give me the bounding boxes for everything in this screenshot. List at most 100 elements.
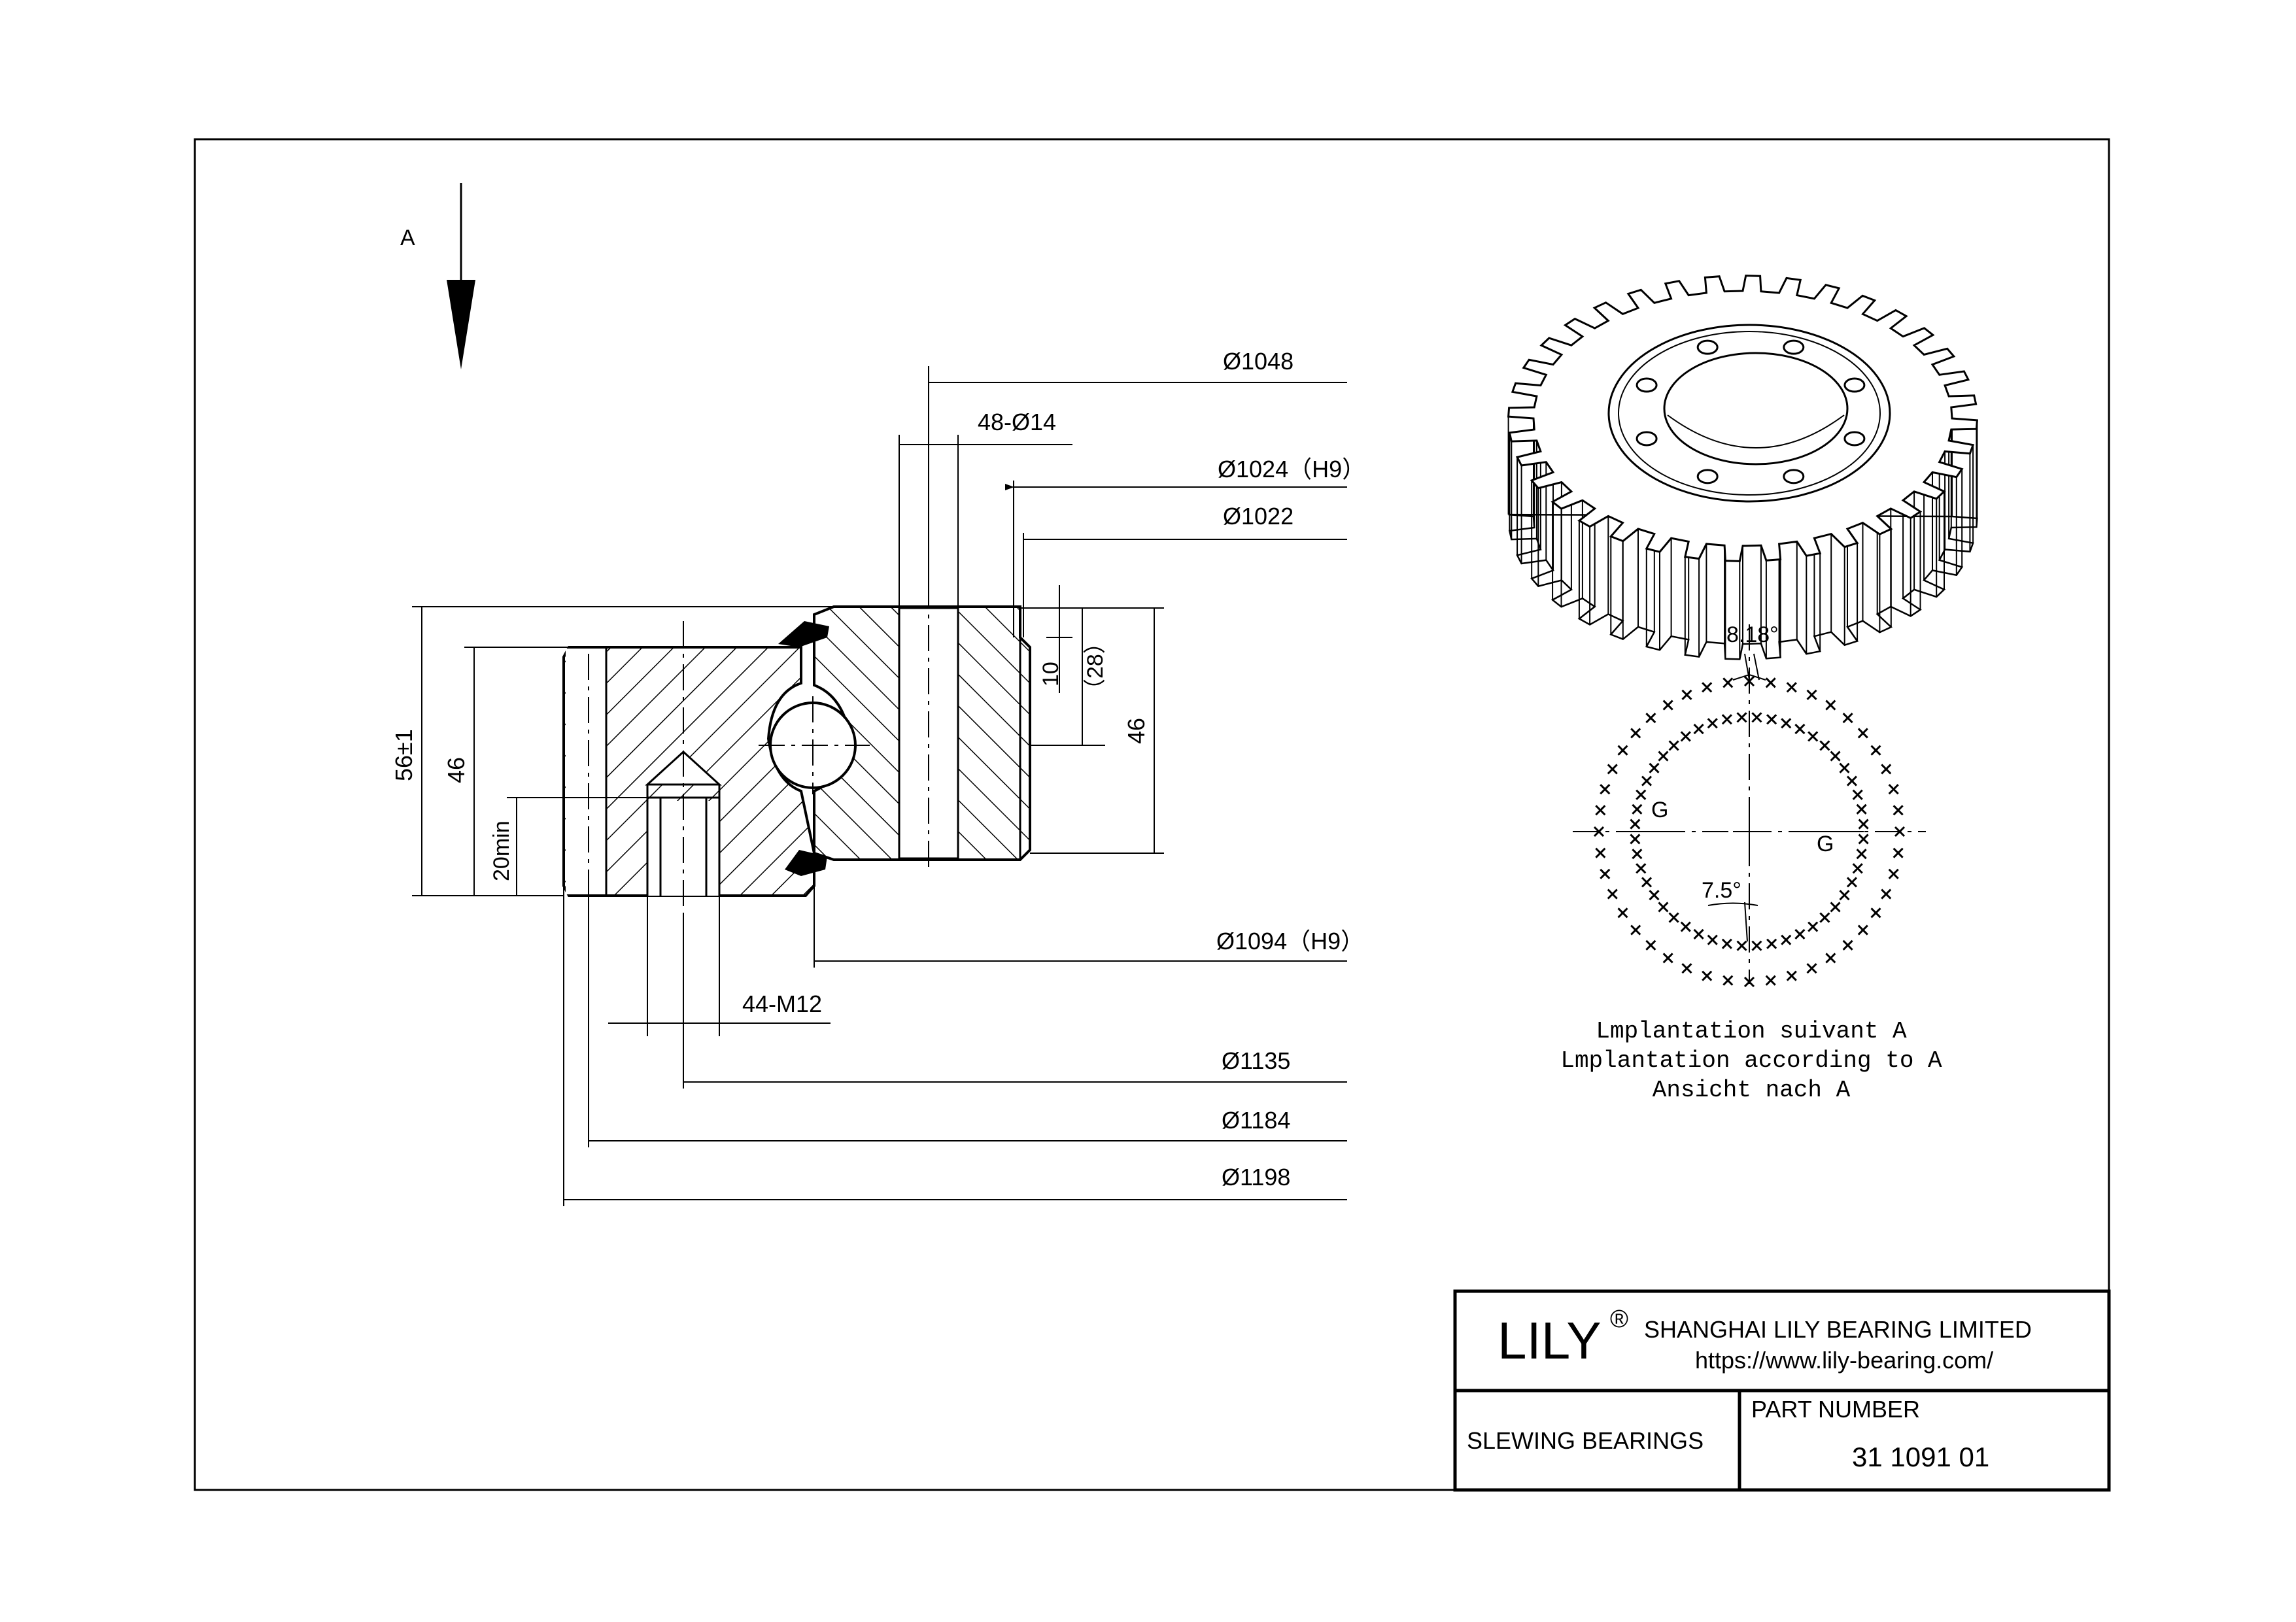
inner-hole-mark — [1751, 940, 1762, 951]
inner-hole-mark — [1794, 723, 1806, 735]
inner-hole-mark — [1658, 902, 1669, 913]
gear-bolt-hole — [1783, 339, 1805, 355]
outer-hole-mark — [1786, 970, 1797, 981]
outer-hole-mark — [1595, 805, 1606, 816]
dim-d1048: Ø1048 — [1223, 348, 1294, 375]
inner-hole-mark — [1858, 834, 1869, 845]
outer-hole-mark — [1617, 907, 1628, 919]
outer-hole-mark — [1702, 970, 1713, 981]
outer-hole-mark — [1870, 907, 1881, 919]
mark-g-right: G — [1817, 832, 1834, 856]
inner-hole-mark — [1856, 803, 1867, 815]
dim-height-outer: 46 — [443, 757, 470, 783]
inner-hole-mark — [1808, 921, 1819, 932]
outer-hole-mark — [1617, 745, 1628, 756]
inner-hole-mark — [1649, 890, 1660, 901]
inner-hole-mark — [1658, 751, 1669, 762]
inner-hole-mark — [1766, 714, 1777, 725]
hole-pattern-view: 8.18° 7.5° G G Lmplantation suivant A Lm… — [1560, 622, 1942, 1104]
outer-hole-mark — [1857, 924, 1868, 936]
outer-hole-mark — [1825, 700, 1836, 711]
outer-hole-mark — [1681, 963, 1692, 974]
inner-hole-mark — [1707, 718, 1718, 729]
inner-hole-mark — [1641, 877, 1653, 888]
inner-hole-mark — [1736, 940, 1747, 951]
outer-hole-mark — [1806, 963, 1817, 974]
height-dimensions: 56±1 46 20min 46 10 （28） — [390, 585, 1164, 896]
inner-hole-mark — [1707, 934, 1718, 945]
inner-hole-mark — [1766, 938, 1777, 949]
gear-bolt-hole — [1783, 469, 1805, 484]
inner-hole-mark — [1846, 775, 1858, 786]
outer-hole-mark — [1881, 888, 1892, 900]
inner-hole-mark — [1830, 902, 1841, 913]
dim-d1198: Ø1198 — [1222, 1164, 1290, 1191]
gear-bolt-hole — [1636, 431, 1658, 447]
outer-hole-mark — [1681, 689, 1692, 700]
dim-offset: 10 — [1038, 662, 1063, 686]
inner-hole-mark — [1852, 789, 1863, 800]
view-arrow-label: A — [400, 226, 415, 250]
outer-hole-mark — [1607, 888, 1618, 900]
gear-3d-render — [1507, 275, 1979, 660]
gear-bolt-hole — [1843, 377, 1866, 393]
inner-hole-mark — [1630, 834, 1641, 845]
company-website: https://www.lily-bearing.com/ — [1695, 1347, 1993, 1374]
dim-d1094: Ø1094（H9） — [1216, 928, 1364, 955]
inner-hole-mark — [1693, 723, 1704, 735]
dim-thread-depth: 20min — [489, 820, 514, 881]
inner-hole-mark — [1636, 863, 1647, 874]
dim-d1184: Ø1184 — [1222, 1107, 1290, 1134]
inner-hole-mark — [1781, 934, 1792, 945]
angle-outer: 8.18° — [1726, 622, 1779, 647]
gear-bolt-hole — [1636, 377, 1658, 393]
title-block: LILY ® SHANGHAI LILY BEARING LIMITED htt… — [1453, 1289, 2111, 1492]
gear-bolt-hole — [1696, 339, 1719, 355]
inner-hole-mark — [1846, 877, 1858, 888]
cross-section — [562, 366, 1031, 915]
inner-hole-mark — [1819, 740, 1830, 751]
outer-hole-mark — [1870, 745, 1881, 756]
outer-hole-mark — [1857, 728, 1868, 739]
seal-top — [778, 621, 829, 647]
outer-hole-mark — [1888, 868, 1899, 879]
inner-hole-mark — [1858, 819, 1869, 830]
inner-hole-mark — [1632, 849, 1643, 860]
inner-hole-mark — [1808, 731, 1819, 742]
outer-hole-mark — [1888, 784, 1899, 795]
drawing-frame — [194, 138, 2110, 1491]
inner-hole-mark — [1680, 921, 1691, 932]
inner-hole-mark — [1721, 938, 1732, 949]
registered-mark: ® — [1610, 1306, 1628, 1333]
product-type: SLEWING BEARINGS — [1467, 1427, 1704, 1454]
inner-hole-mark — [1781, 718, 1792, 729]
outer-hole-mark — [1607, 764, 1618, 775]
outer-hole-mark — [1881, 764, 1892, 775]
part-number-label: PART NUMBER — [1751, 1396, 1920, 1423]
caption-en: Lmplantation according to A — [1560, 1047, 1942, 1074]
outer-hole-mark — [1630, 728, 1641, 739]
angle-inner: 7.5° — [1702, 878, 1741, 903]
outer-hole-mark — [1842, 939, 1853, 951]
inner-hole-mark — [1721, 714, 1732, 725]
outer-hole-mark — [1786, 682, 1797, 693]
gear-bore — [1663, 352, 1849, 465]
dim-d1135: Ø1135 — [1222, 1047, 1290, 1074]
inner-hole-mark — [1680, 731, 1691, 742]
dim-threads: 44-M12 — [742, 990, 822, 1017]
company-name: SHANGHAI LILY BEARING LIMITED — [1644, 1316, 2032, 1343]
view-arrow-a: A — [400, 183, 475, 369]
diameter-dimensions: Ø1048 48-Ø14 Ø1024（H9） Ø1022 Ø1094（H9） 4… — [563, 348, 1365, 1206]
caption-fr: Lmplantation suivant A — [1596, 1018, 1907, 1045]
gear-bolt-hole — [1843, 431, 1866, 447]
threaded-hole — [645, 621, 722, 915]
inner-hole-mark — [1632, 803, 1643, 815]
outer-hole-mark — [1722, 677, 1734, 688]
company-logo: LILY — [1498, 1311, 1602, 1370]
dim-height-inner: 46 — [1123, 718, 1150, 744]
outer-hole-mark — [1662, 700, 1673, 711]
outer-hole-pattern — [1593, 675, 1906, 988]
dim-holes: 48-Ø14 — [978, 409, 1056, 435]
inner-hole-mark — [1839, 890, 1850, 901]
